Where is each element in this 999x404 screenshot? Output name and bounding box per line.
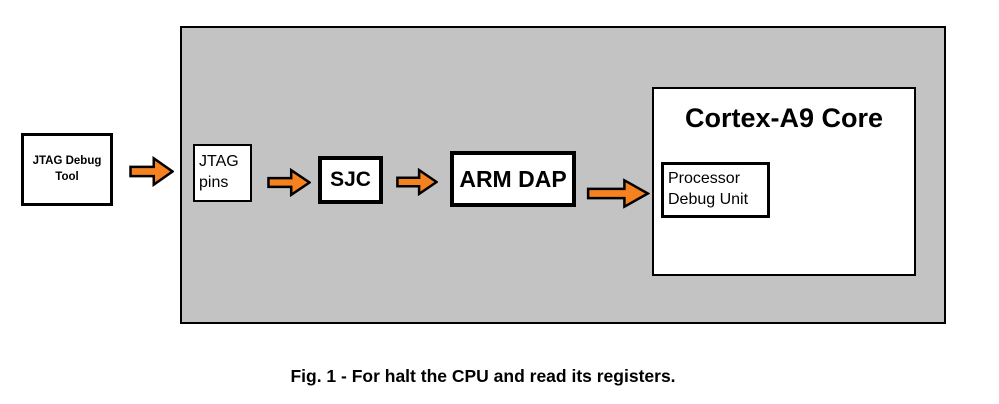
cortex-core-title: Cortex-A9 Core <box>684 103 884 133</box>
node-arm-dap: ARM DAP <box>450 151 576 207</box>
node-label: Processor <box>668 170 741 188</box>
node-label: ARM DAP <box>459 165 567 192</box>
flow-arrow-icon-sjc-to-dap <box>396 168 438 196</box>
flow-arrow-icon-pins-to-sjc <box>267 168 311 197</box>
node-label: SJC <box>330 168 371 191</box>
flow-arrow-icon-dap-to-debug-unit <box>586 178 650 209</box>
flow-arrow-icon-tool-to-pins <box>129 156 174 187</box>
node-processor-debug-unit: Processor Debug Unit <box>661 162 770 218</box>
node-label: Tool <box>55 170 79 183</box>
figure-caption: Fig. 1 - For halt the CPU and read its r… <box>290 366 676 386</box>
node-label: JTAG Debug <box>32 154 102 167</box>
node-label: JTAG <box>199 153 239 171</box>
node-label: Debug Unit <box>668 191 749 208</box>
node-label: pins <box>199 174 229 191</box>
node-jtag-pins: JTAG pins <box>193 144 252 202</box>
node-sjc: SJC <box>318 156 383 204</box>
node-jtag-debug-tool: JTAG Debug Tool <box>21 133 113 206</box>
